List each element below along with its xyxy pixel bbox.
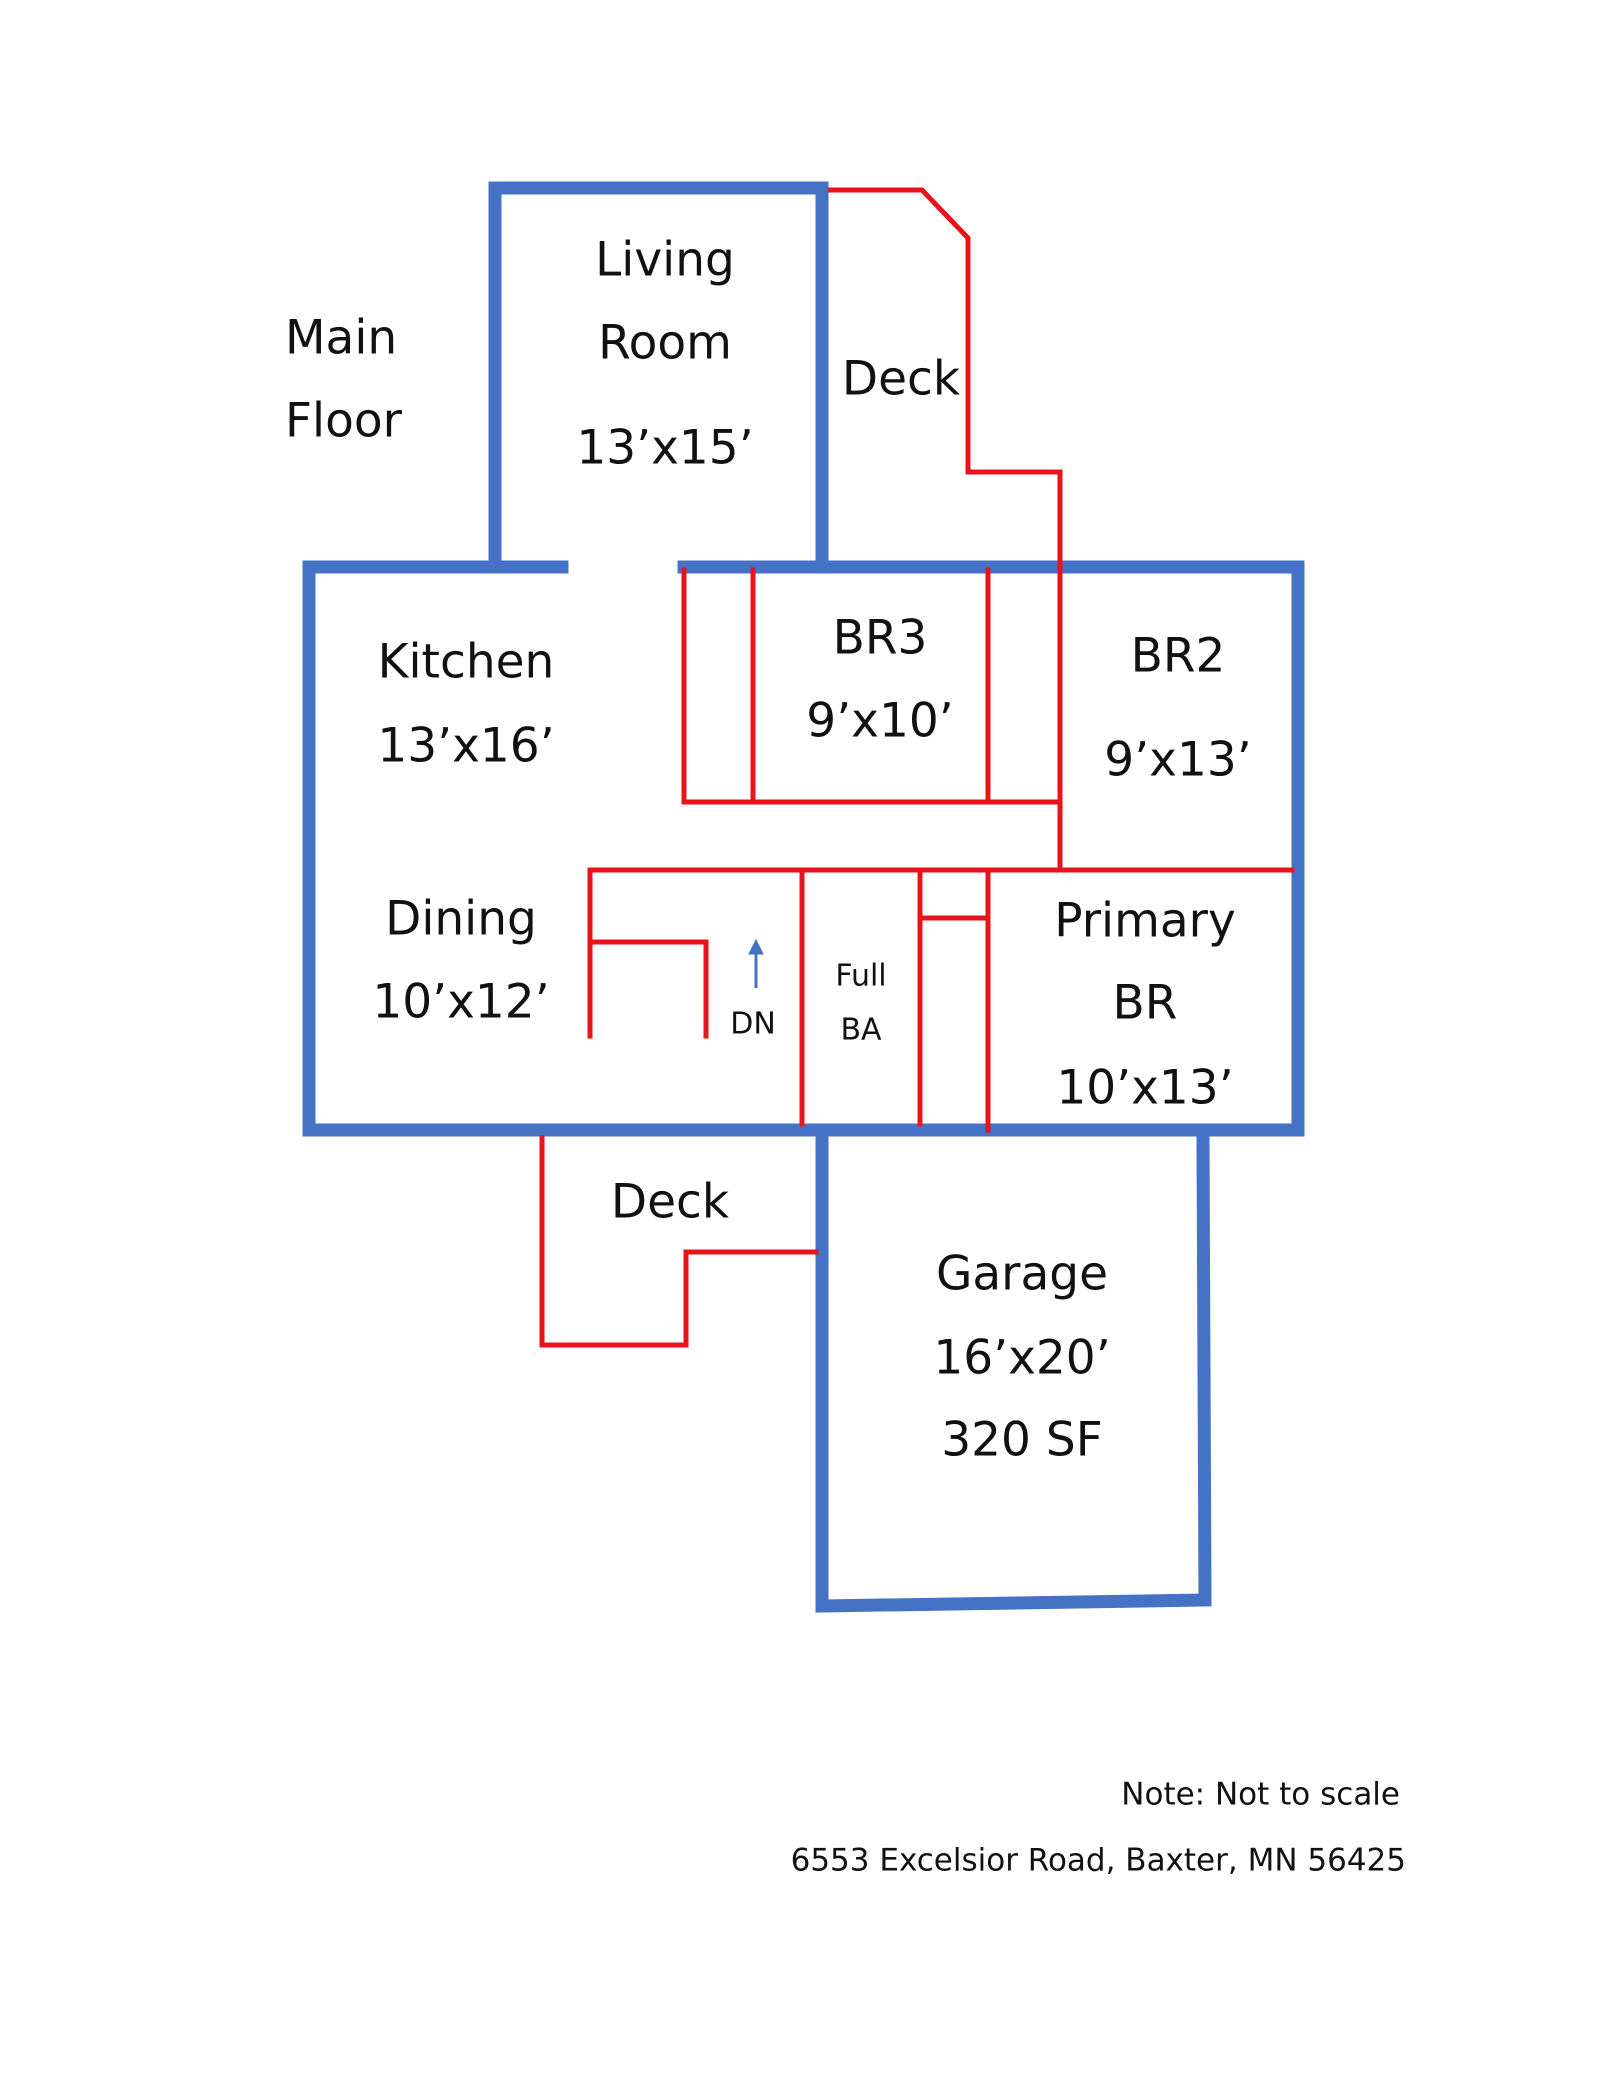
bath-label-line1: Full (835, 959, 886, 994)
property-address: 6553 Excelsior Road, Baxter, MN 56425 (791, 1843, 1406, 1879)
stairs-label: DN (730, 1007, 776, 1042)
floor-title-line2: Floor (285, 394, 403, 449)
garage-area: 320 SF (941, 1413, 1103, 1468)
deck-bottom-label: Deck (611, 1175, 730, 1230)
stair-wall (587, 939, 709, 1039)
living-room-size: 13’x15’ (576, 421, 753, 476)
kitchen-label: Kitchen (378, 635, 555, 690)
primary-br-size: 10’x13’ (1056, 1061, 1233, 1116)
living-room-label-line2: Room (598, 316, 732, 371)
dining-label: Dining (385, 892, 537, 947)
br3-outline (681, 567, 1063, 805)
exterior-walls (302, 181, 1305, 1613)
interior-walls (539, 187, 1295, 1348)
br2-size: 9’x13’ (1104, 733, 1251, 788)
garage-wall (815, 1123, 1212, 1613)
floor-title-line1: Main (285, 311, 397, 366)
primary-br-label-line2: BR (1113, 976, 1178, 1031)
dining-size: 10’x12’ (372, 975, 549, 1030)
deck-top-label: Deck (842, 352, 961, 407)
br2-label: BR2 (1131, 629, 1226, 684)
primary-br-label-line1: Primary (1054, 894, 1236, 949)
deck-top-outline (827, 187, 1063, 873)
kitchen-size: 13’x16’ (377, 719, 554, 774)
living-room-wall (488, 181, 829, 564)
bath-label-line2: BA (840, 1013, 882, 1048)
br3-label: BR3 (833, 611, 928, 666)
living-room-label-line1: Living (595, 233, 735, 288)
stair-arrow-icon (748, 938, 764, 988)
garage-size: 16’x20’ (933, 1331, 1110, 1386)
deck-bottom-outline (539, 1135, 819, 1348)
scale-note: Note: Not to scale (1121, 1777, 1400, 1813)
garage-label: Garage (936, 1247, 1108, 1302)
house-wall-left (302, 560, 1305, 1137)
br3-size: 9’x10’ (806, 694, 953, 749)
